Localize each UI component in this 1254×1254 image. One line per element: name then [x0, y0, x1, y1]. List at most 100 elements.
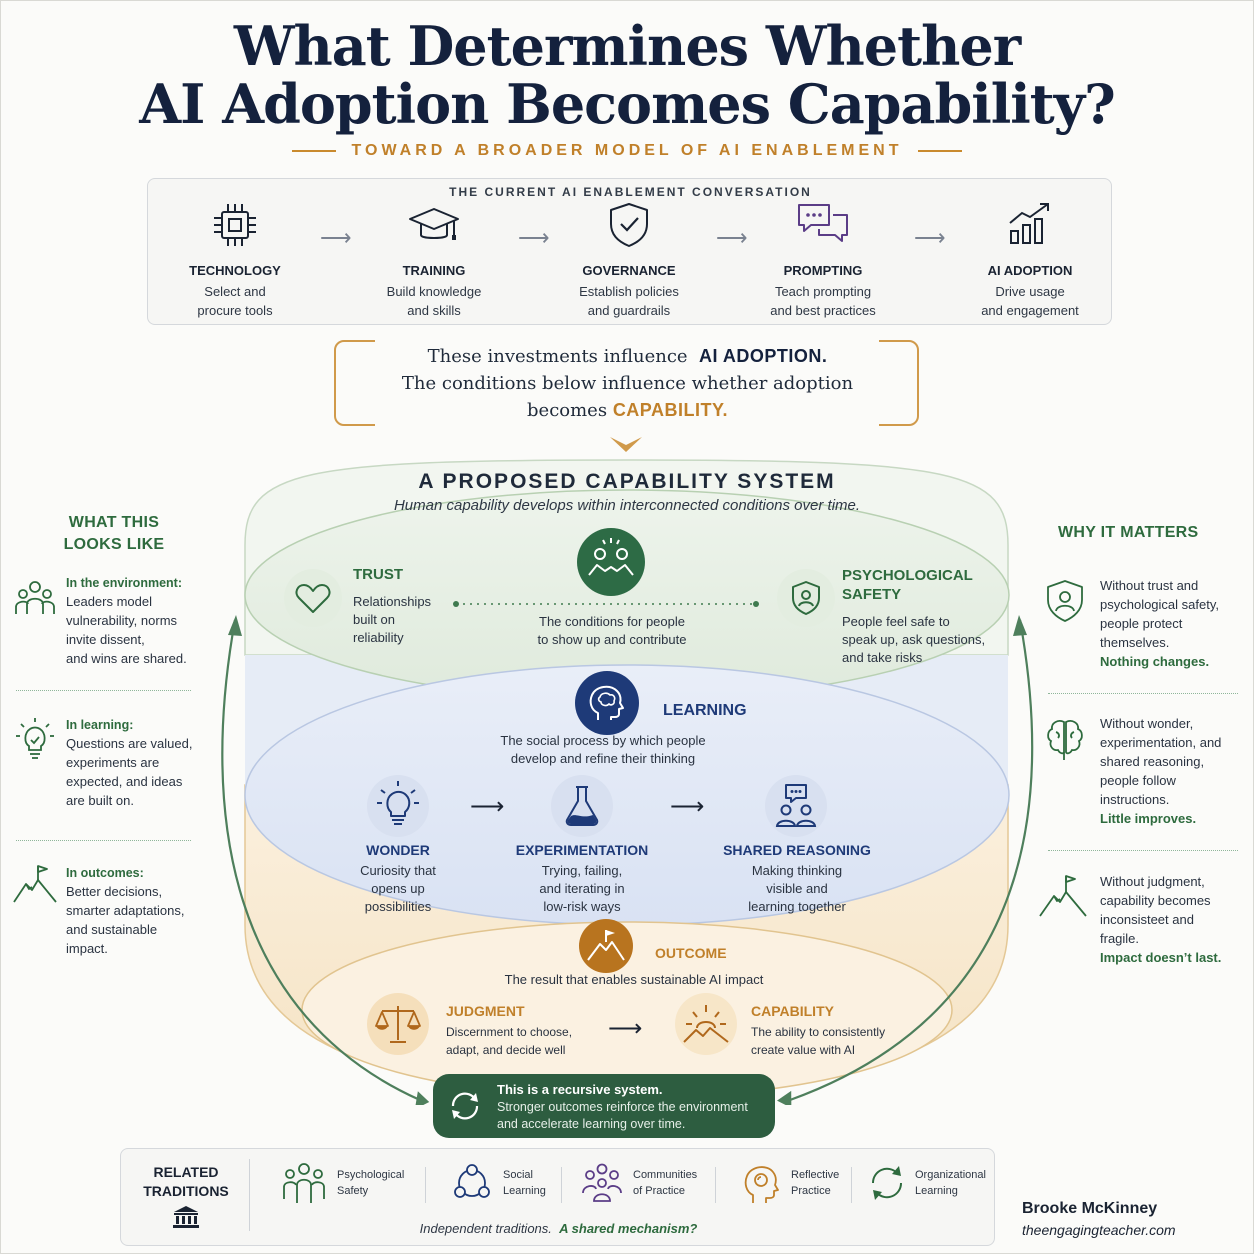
chip-icon — [214, 204, 256, 246]
wonder-label: WONDER — [366, 842, 430, 858]
left-item-learning: In learning: Questions are valued, exper… — [66, 718, 193, 808]
arrow-icon: ⟶ — [716, 225, 748, 250]
arrow-icon: ⟶ — [518, 225, 550, 250]
arrow-icon: ⟶ — [470, 793, 505, 820]
head-reflect-icon — [744, 1166, 779, 1203]
step-name: TRAINING — [402, 263, 466, 278]
mountain-flag-icon — [579, 919, 633, 973]
left-heading: WHAT THIS LOOKS LIKE — [63, 514, 165, 553]
investments-statement: These investments influence AI ADOPTION.… — [360, 343, 895, 424]
step-desc: and skills — [407, 303, 461, 318]
subtitle-rule-left — [291, 150, 336, 152]
left-item-outcomes: In outcomes: Better decisions, smarter a… — [66, 866, 185, 956]
related-traditions-panel: RELATED TRADITIONS Psychological Safety — [120, 1148, 995, 1246]
subtitle-row: TOWARD A BROADER MODEL OF AI ENABLEMENT — [0, 142, 1254, 160]
wonder-desc: Curiosity that opens up possibilities — [360, 863, 436, 914]
step-name: TECHNOLOGY — [189, 263, 281, 278]
outcome-desc: The result that enables sustainable AI i… — [504, 972, 764, 987]
network-icon — [454, 1164, 490, 1198]
step-name: PROMPTING — [783, 263, 863, 278]
step-desc: Drive usage — [995, 284, 1065, 299]
title-line-2: AI Adoption Becomes Capability? — [139, 72, 1116, 136]
community-icon — [582, 1163, 622, 1202]
tradition-label: Organizational Learning — [915, 1169, 986, 1197]
chevron-down-icon — [610, 437, 642, 452]
recursive-title: This is a recursive system. — [497, 1082, 663, 1097]
conversation-heading: THE CURRENT AI ENABLEMENT CONVERSATION — [449, 185, 812, 199]
chat-bubbles-icon — [798, 204, 848, 242]
tradition-psychological-safety: Psychological Safety — [281, 1161, 404, 1205]
shared-reasoning-desc: Making thinking visible and learning tog… — [748, 863, 846, 914]
mountain-peak-icon — [1039, 875, 1087, 917]
arrow-icon: ⟶ — [608, 1015, 643, 1042]
investments-line3: becomes — [527, 400, 608, 421]
step-governance: GOVERNANCE Establish policies and guardr… — [544, 199, 714, 320]
people-together-icon — [577, 528, 645, 596]
shield-person-small-icon — [1047, 580, 1083, 622]
brain-small-icon — [1047, 720, 1083, 760]
learning-label: LEARNING — [663, 702, 747, 719]
step-desc: Build knowledge — [386, 284, 482, 299]
shield-person-icon — [777, 569, 835, 627]
step-desc: Establish policies — [579, 284, 679, 299]
capability-desc: The ability to consistently create value… — [751, 1025, 886, 1057]
step-desc: Select and — [204, 284, 266, 299]
current-conversation-panel: THE CURRENT AI ENABLEMENT CONVERSATION T… — [147, 178, 1112, 325]
scales-icon — [367, 993, 429, 1055]
environment-desc: The conditions for people to show up and… — [537, 614, 687, 647]
system-title: A PROPOSED CAPABILITY SYSTEM — [418, 470, 836, 493]
step-ai-adoption: AI ADOPTION Drive usage and engagement — [945, 199, 1115, 320]
step-desc: and guardrails — [587, 303, 671, 318]
related-footer: Independent traditions. A shared mechani… — [419, 1221, 698, 1236]
judgment-desc: Discernment to choose, adapt, and decide… — [446, 1025, 573, 1057]
discussion-icon — [765, 775, 827, 837]
tradition-label: Communities of Practice — [633, 1169, 698, 1197]
learning-desc: The social process by which people devel… — [500, 733, 706, 766]
mountain-flag-small-icon — [13, 865, 57, 903]
bar-chart-icon — [1009, 203, 1049, 244]
tradition-organizational-learning: Organizational Learning — [869, 1161, 986, 1205]
related-heading: RELATED TRADITIONS — [143, 1163, 229, 1234]
psych-safety-desc: People feel safe to speak up, ask questi… — [842, 614, 986, 665]
tradition-label: Psychological Safety — [337, 1169, 405, 1197]
judgment-label: JUDGMENT — [446, 1003, 525, 1019]
step-technology: TECHNOLOGY Select and procure tools — [150, 199, 320, 320]
graduation-cap-icon — [409, 208, 459, 240]
tradition-communities-of-practice: Communities of Practice — [581, 1161, 697, 1205]
arrow-icon: ⟶ — [670, 793, 705, 820]
step-name: AI ADOPTION — [987, 263, 1073, 278]
cycle-arrows-icon — [451, 1092, 479, 1120]
step-desc: and best practices — [770, 303, 876, 318]
author-website[interactable]: theengagingteacher.com — [1022, 1222, 1176, 1238]
tradition-reflective-practice: Reflective Practice — [741, 1161, 839, 1205]
people-group-icon — [283, 1163, 325, 1203]
divider — [1048, 693, 1238, 694]
flask-icon — [551, 775, 613, 837]
psych-safety-label: PSYCHOLOGICAL SAFETY — [842, 567, 973, 603]
step-name: GOVERNANCE — [582, 263, 676, 278]
subtitle: TOWARD A BROADER MODEL OF AI ENABLEMENT — [351, 142, 903, 159]
divider — [16, 690, 191, 691]
step-desc: procure tools — [197, 303, 273, 318]
cycle-icon — [871, 1166, 903, 1200]
experimentation-desc: Trying, failing, and iterating in low-ri… — [539, 863, 625, 914]
sunrise-mountain-icon — [675, 993, 737, 1055]
step-prompting: PROMPTING Teach prompting and best pract… — [738, 199, 908, 320]
step-desc: and engagement — [981, 303, 1079, 318]
right-item-trust: Without trust and psychological safety, … — [1100, 578, 1219, 669]
lightbulb-small-icon — [16, 718, 54, 759]
step-training: TRAINING Build knowledge and skills — [349, 199, 519, 320]
lightbulb-icon — [367, 775, 429, 837]
subtitle-rule-right — [918, 150, 963, 152]
tradition-label: Social Learning — [503, 1169, 546, 1197]
institution-icon — [173, 1206, 199, 1228]
recursive-callout: This is a recursive system. Stronger out… — [433, 1074, 775, 1138]
trust-desc: Relationships built on reliability — [353, 594, 432, 645]
shared-reasoning-label: SHARED REASONING — [723, 842, 871, 858]
author-name: Brooke McKinney — [1022, 1200, 1158, 1217]
right-heading: WHY IT MATTERS — [1058, 524, 1199, 541]
left-item-environment: In the environment: Leaders model vulner… — [66, 576, 187, 666]
divider — [1048, 850, 1238, 851]
step-desc: Teach prompting — [774, 284, 872, 299]
brain-head-icon — [575, 671, 639, 735]
